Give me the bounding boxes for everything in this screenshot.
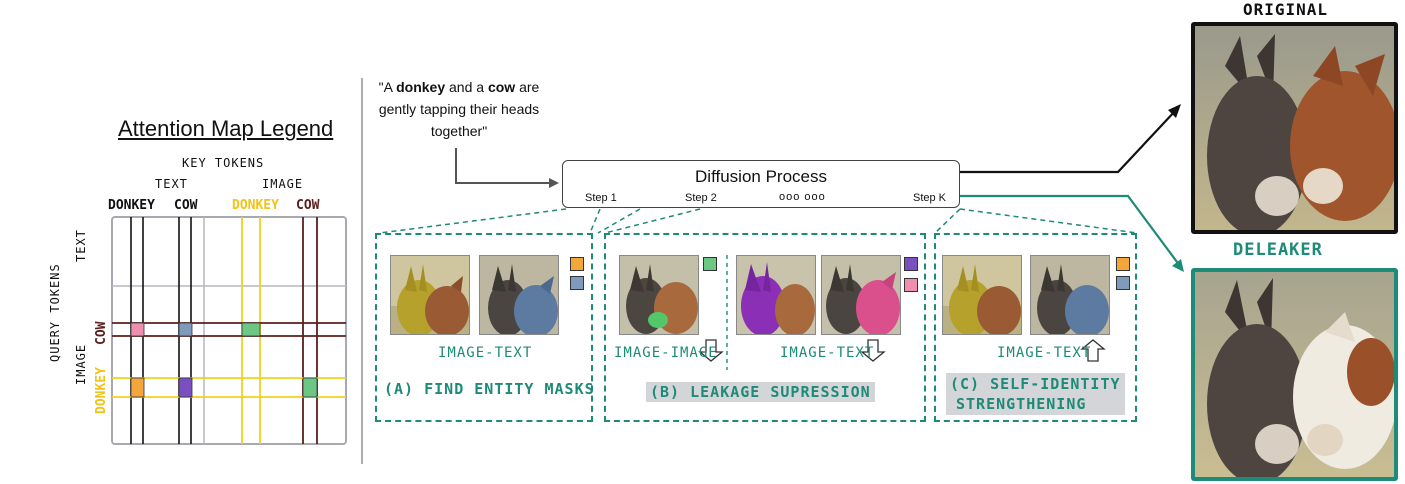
image-mask-cow xyxy=(479,255,559,335)
deleaker-arrow xyxy=(960,194,1181,267)
cell-donkey-cow xyxy=(178,377,193,398)
key-donkey-text: DONKEY xyxy=(108,198,155,213)
down-arrow-icon xyxy=(860,339,886,362)
image-mask-donkey xyxy=(390,255,470,335)
original-image xyxy=(1191,22,1398,234)
panel-leakage-suppression xyxy=(604,233,926,422)
original-arrow xyxy=(960,109,1177,174)
original-label: ORIGINAL xyxy=(1243,0,1329,19)
key-donkey-image: DONKEY xyxy=(232,198,279,213)
diffusion-process-box: Diffusion Process Step 1 Step 2 ooo ooo … xyxy=(562,160,960,208)
prompt-text: "A donkey and a cow are gently tapping t… xyxy=(378,79,540,139)
blue-swatch xyxy=(1116,276,1130,290)
step-2-label: Step 2 xyxy=(685,192,717,204)
step-1-label: Step 1 xyxy=(585,192,617,204)
key-image-label: IMAGE xyxy=(262,177,304,191)
deleaker-label: DELEAKER xyxy=(1233,240,1323,260)
attention-grid xyxy=(111,216,347,445)
panel-b-caption-left: IMAGE-IMAGE xyxy=(614,345,718,361)
orange-swatch xyxy=(1116,257,1130,271)
cell-cow-cow xyxy=(178,322,193,337)
diffusion-title: Diffusion Process xyxy=(695,167,827,186)
panel-c-title: (C) SELF-IDENTITY STRENGTHENING xyxy=(946,373,1125,415)
panel-a-title: (A) FIND ENTITY MASKS xyxy=(384,380,595,398)
image-leak-green xyxy=(619,255,699,335)
key-cow-text: COW xyxy=(174,198,198,213)
orange-swatch xyxy=(570,257,584,271)
up-arrow-icon xyxy=(1080,339,1106,362)
green-swatch xyxy=(703,257,717,271)
panel-a-caption: IMAGE-TEXT xyxy=(438,345,533,361)
cell-cow-donkey xyxy=(130,322,145,337)
blue-swatch xyxy=(570,276,584,290)
image-leak-pink xyxy=(821,255,901,335)
panel-self-identity xyxy=(934,233,1137,422)
down-arrow-icon xyxy=(698,339,724,362)
cell-cow-imgdonkey xyxy=(241,322,261,337)
prompt-arrow xyxy=(455,148,556,184)
pink-swatch xyxy=(904,278,918,292)
key-text-label: TEXT xyxy=(155,177,188,191)
cell-donkey-donkey xyxy=(130,377,145,398)
cell-donkey-imgcow xyxy=(302,377,318,398)
image-identity-cow xyxy=(1030,255,1110,335)
key-tokens-label: KEY TOKENS xyxy=(182,156,265,170)
step-k-label: Step K xyxy=(913,192,947,204)
image-identity-donkey xyxy=(942,255,1022,335)
panel-b-title: (B) LEAKAGE SUPRESSION xyxy=(646,382,875,402)
legend-title: Attention Map Legend xyxy=(118,116,334,141)
panel-c-caption: IMAGE-TEXT xyxy=(997,345,1092,361)
steps-ellipsis: ooo ooo xyxy=(779,191,826,203)
panel-find-entity-masks xyxy=(375,233,593,422)
deleaker-image xyxy=(1191,268,1398,481)
panel-b-caption-right: IMAGE-TEXT xyxy=(780,345,875,361)
image-leak-purple xyxy=(736,255,816,335)
purple-swatch xyxy=(904,257,918,271)
key-cow-image: COW xyxy=(296,198,320,213)
